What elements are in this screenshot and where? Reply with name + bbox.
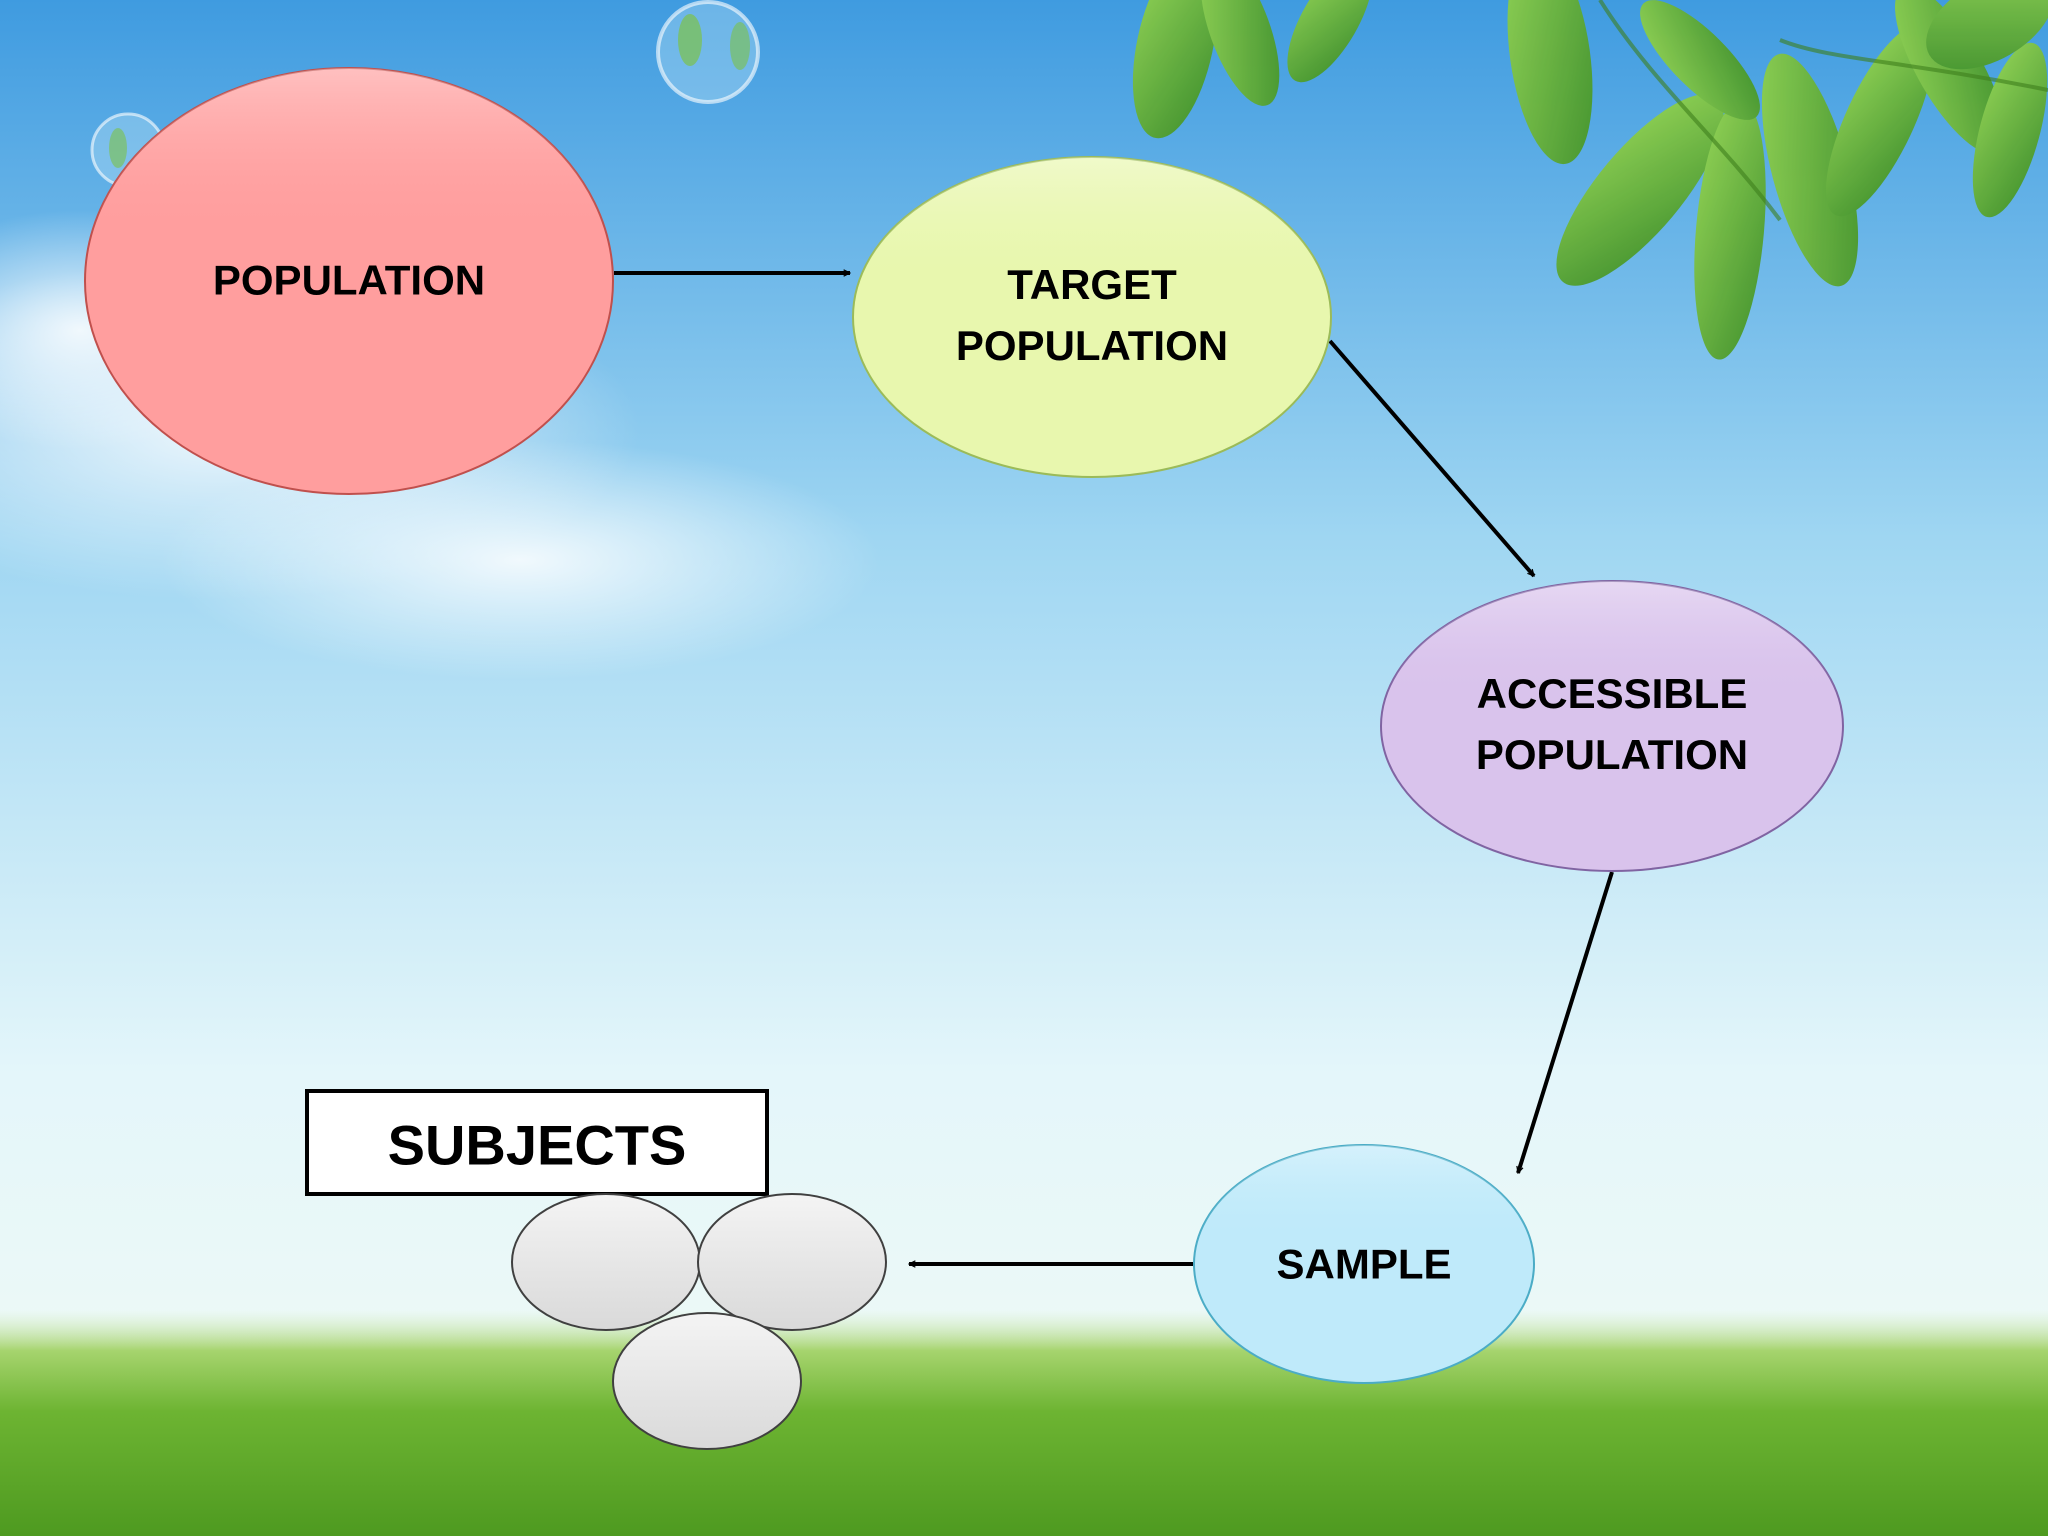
ellipse-highlight bbox=[853, 157, 1331, 477]
node-label-population: POPULATION bbox=[213, 257, 485, 304]
node-label-accessible-population: ACCESSIBLE bbox=[1477, 670, 1748, 717]
subject-circle bbox=[697, 1193, 887, 1331]
cloud bbox=[160, 440, 880, 680]
ellipse-highlight bbox=[1194, 1145, 1534, 1383]
subject-circle bbox=[511, 1193, 701, 1331]
arrow-accessible-population-to-sample bbox=[1516, 871, 1614, 1173]
edges bbox=[614, 273, 1614, 1264]
node-label-sample: SAMPLE bbox=[1276, 1241, 1451, 1288]
node-label-accessible-population: POPULATION bbox=[1476, 731, 1748, 778]
leaves-decoration bbox=[1132, 0, 2048, 360]
ellipse-highlight bbox=[85, 68, 613, 494]
nodes: POPULATION TARGET POPULATION ACCESSIBLE POPU… bbox=[84, 67, 1844, 1384]
subjects-label-box bbox=[305, 1089, 769, 1196]
bubble-icon bbox=[656, 0, 760, 104]
branch bbox=[1598, 0, 2048, 222]
subject-circle bbox=[612, 1312, 802, 1450]
subjects-label: SUBJECTS bbox=[388, 1114, 687, 1177]
node-population: POPULATION bbox=[84, 67, 614, 495]
node-label-target-population: POPULATION bbox=[956, 322, 1228, 369]
arrow-target-population-to-accessible-population bbox=[1328, 339, 1536, 578]
node-label-target-population: TARGET bbox=[1007, 261, 1177, 308]
grass bbox=[0, 1310, 2048, 1536]
ellipse-highlight bbox=[1381, 581, 1843, 871]
node-sample: SAMPLE bbox=[1193, 1144, 1535, 1384]
subjects: SUBJECTS bbox=[305, 1089, 887, 1450]
node-target-population: TARGET POPULATION bbox=[852, 156, 1332, 478]
node-accessible-population: ACCESSIBLE POPULATION bbox=[1380, 580, 1844, 872]
